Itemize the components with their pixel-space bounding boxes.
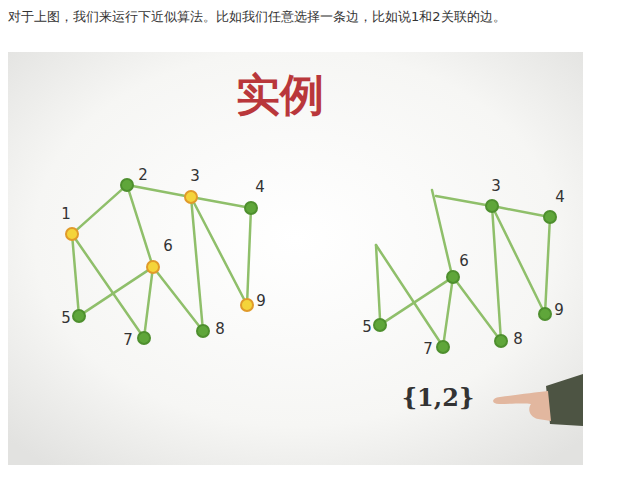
graph-vertex: 6 <box>146 260 160 274</box>
graph-vertex: 4 <box>244 201 258 215</box>
graph-vertex: 5 <box>373 318 387 332</box>
vertex-number: 8 <box>214 321 226 338</box>
sleeve <box>546 374 583 426</box>
graph-vertex: 9 <box>240 298 254 312</box>
graph-edge <box>145 274 152 331</box>
graph-vertex: 8 <box>494 334 508 348</box>
vertex-number: 6 <box>162 238 174 255</box>
graph-vertex: 6 <box>446 270 460 284</box>
graph-vertex: 3 <box>485 199 499 213</box>
graph-edge <box>386 281 447 321</box>
graph-edge <box>129 192 151 261</box>
graph-vertex: 7 <box>137 331 151 345</box>
vertex-number: 7 <box>122 332 134 349</box>
graph-edge <box>157 273 198 326</box>
graph-edge <box>495 212 542 307</box>
graph-vertex: 3 <box>184 190 198 204</box>
graph-edge <box>194 203 244 299</box>
hand <box>493 391 551 421</box>
edge-stub <box>376 245 380 319</box>
set-label: {1,2} <box>402 384 475 412</box>
graph-edge <box>499 207 543 215</box>
graph-vertex: 2 <box>120 178 134 192</box>
vertex-number: 3 <box>490 178 502 195</box>
pointing-hand <box>493 374 583 426</box>
vertex-number: 7 <box>422 341 434 358</box>
graph-vertex: 9 <box>538 307 552 321</box>
vertex-number: 5 <box>361 319 373 336</box>
graph-edge <box>247 215 250 298</box>
graph-vertex: 1 <box>65 227 79 241</box>
graph-edge <box>85 271 147 312</box>
vertex-number: 9 <box>553 302 565 319</box>
vertex-number: 4 <box>254 179 266 196</box>
edge-stub <box>432 190 451 271</box>
graph-edge <box>77 190 122 230</box>
graph-edge <box>492 213 500 334</box>
slide-background <box>8 52 583 465</box>
slide-title: 实例 <box>236 70 324 121</box>
vertex-number: 9 <box>255 293 267 310</box>
graph-edge <box>457 283 497 336</box>
graph-edge <box>198 198 244 206</box>
graph-edge <box>444 284 452 340</box>
vertex-number: 4 <box>554 189 566 206</box>
graph-edge <box>545 224 549 307</box>
graph-vertex: 7 <box>436 340 450 354</box>
graph-edge <box>134 186 184 195</box>
edge-stub <box>436 196 486 205</box>
vertex-number: 8 <box>512 331 524 348</box>
graph-vertex: 4 <box>543 210 557 224</box>
removed-edge-stubs <box>376 190 486 342</box>
graph-edge <box>73 241 79 309</box>
vertex-number: 1 <box>60 206 72 223</box>
vertex-number: 3 <box>189 168 201 185</box>
graph-vertex: 8 <box>196 324 210 338</box>
graph-vertex: 5 <box>72 309 86 323</box>
graph-edge <box>192 204 203 324</box>
vertex-number: 5 <box>60 310 72 327</box>
intro-sentence: 对于上图，我们来运行下近似算法。比如我们任意选择一条边，比如说1和2关联的边。 <box>8 10 506 25</box>
vertex-number: 6 <box>458 253 470 270</box>
vertex-number: 2 <box>137 167 149 184</box>
